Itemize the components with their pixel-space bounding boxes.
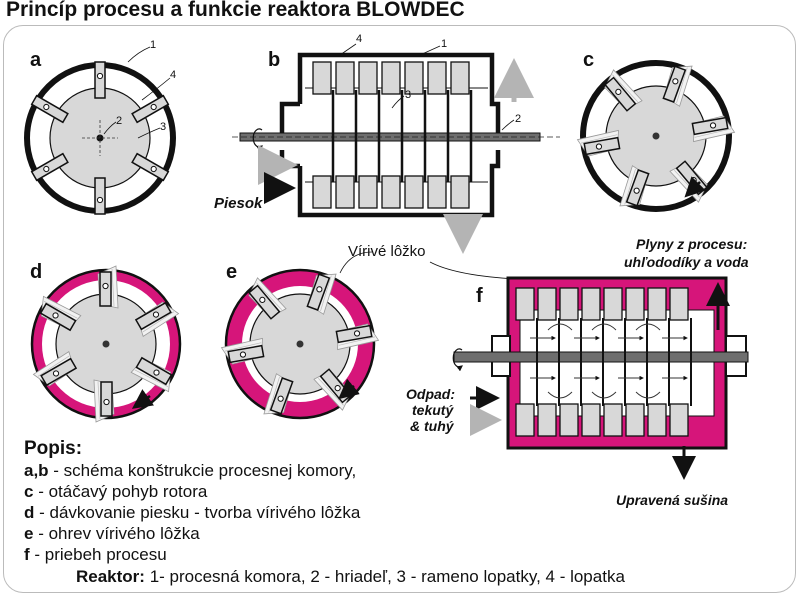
label-plyny-line1: Plyny z procesu:	[636, 236, 747, 252]
panel-letter-c: c	[583, 49, 594, 71]
panel-a-callout-4: 4	[170, 69, 176, 81]
panel-a: a 1 4 2 3	[24, 39, 176, 215]
panel-f-flow-arrows	[530, 323, 688, 399]
panel-a-callout-1: 1	[150, 39, 156, 51]
legend-text: - schéma konštrukcie procesnej komory,	[48, 461, 357, 480]
panel-f-shaft	[453, 351, 749, 363]
legend-header: Popis:	[24, 438, 83, 459]
panel-b: b 4 1 3 2 Piesok	[214, 33, 560, 254]
legend-key: f	[24, 545, 30, 564]
panel-e: e Vírivé lôžko	[220, 243, 426, 421]
label-piesok: Piesok	[214, 195, 263, 212]
legend-key: d	[24, 503, 35, 522]
reaktor-text: 1- procesná komora, 2 - hriadeľ, 3 - ram…	[144, 567, 625, 586]
panel-letter-b: b	[268, 49, 280, 71]
panel-d: d	[30, 261, 182, 423]
label-upravena-susina: Upravená sušina	[616, 492, 728, 508]
outer-frame	[3, 25, 796, 593]
legend-text: - ohrev vírivého lôžka	[33, 524, 200, 543]
panel-c: c	[576, 49, 736, 213]
label-odpad-line2: tekutý	[412, 402, 454, 418]
legend-key: e	[24, 524, 34, 543]
panel-letter-e: e	[226, 261, 237, 283]
legend-item: f - priebeh procesu	[24, 544, 360, 565]
legend-item: c - otáčavý pohyb rotora	[24, 481, 360, 502]
label-odpad-line1: Odpad:	[406, 386, 455, 402]
panel-b-callout-1: 1	[441, 38, 447, 50]
panel-b-callout-3: 3	[405, 89, 411, 101]
legend-text: - priebeh procesu	[29, 545, 167, 564]
panel-letter-a: a	[30, 49, 42, 71]
legend-key: a,b	[24, 461, 49, 480]
legend-item: a,b - schéma konštrukcie procesnej komor…	[24, 460, 360, 481]
label-odpad-line3: & tuhý	[410, 418, 455, 434]
page-title: Princíp procesu a funkcie reaktora BLOWD…	[6, 0, 465, 21]
legend-key: c	[24, 482, 34, 501]
legend-popis: Popis: a,b - schéma konštrukcie procesne…	[24, 438, 360, 565]
panel-a-callout-2: 2	[116, 115, 122, 127]
legend-item: e - ohrev vírivého lôžka	[24, 523, 360, 544]
panel-b-callout-2: 2	[515, 113, 521, 125]
panel-letter-d: d	[30, 261, 42, 283]
panel-a-callout-3: 3	[160, 121, 166, 133]
label-virive-lozko: Vírivé lôžko	[348, 243, 426, 260]
panel-b-callout-4: 4	[356, 33, 362, 45]
reaktor-legend: Reaktor: 1- procesná komora, 2 - hriadeľ…	[76, 567, 625, 587]
panel-f-blades	[515, 287, 692, 437]
reaktor-label: Reaktor:	[76, 567, 145, 586]
panel-b-blades	[312, 61, 473, 209]
legend-item: d - dávkovanie piesku - tvorba vírivého …	[24, 502, 360, 523]
legend-text: - dávkovanie piesku - tvorba vírivého lô…	[34, 503, 361, 522]
panel-f: f Plyny z procesu: uhľododíky a voda Odp…	[406, 236, 749, 508]
label-plyny-line2: uhľododíky a voda	[624, 254, 749, 270]
legend-text: - otáčavý pohyb rotora	[33, 482, 208, 501]
panel-letter-f: f	[476, 285, 483, 307]
